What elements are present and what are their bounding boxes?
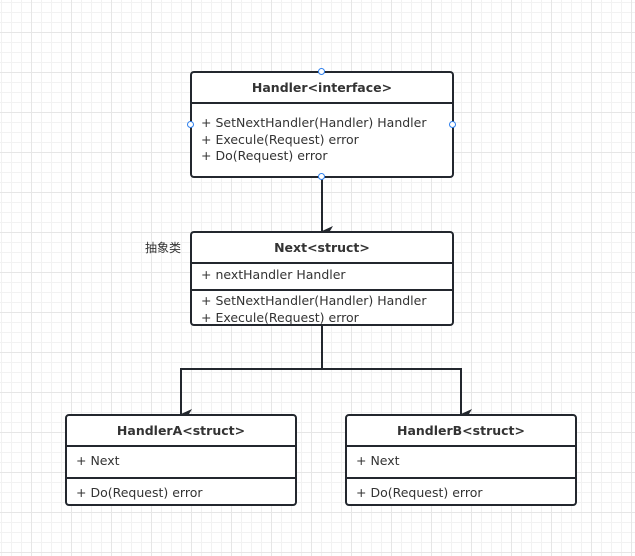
class-handler[interactable]: Handler<interface> + SetNextHandler(Hand… [190, 71, 454, 178]
members-section: + Next [67, 447, 295, 477]
class-handlerB[interactable]: HandlerB<struct> + Next + Do(Request) er… [345, 414, 577, 506]
methods-section: + SetNextHandler(Handler) Handler + Exec… [192, 289, 452, 326]
connection-port[interactable] [318, 68, 325, 75]
method: + Do(Request) error [356, 485, 483, 500]
edge-next-handlerA[interactable] [180, 325, 323, 419]
members-section: + nextHandler Handler [192, 264, 452, 289]
abstract-class-label: 抽象类 [145, 241, 182, 255]
member: + Next [356, 453, 400, 468]
class-title: HandlerB<struct> [347, 416, 575, 447]
members-section: + Next [347, 447, 575, 477]
connection-port[interactable] [318, 173, 325, 180]
methods-section: + Do(Request) error [347, 477, 575, 502]
methods-section: + SetNextHandler(Handler) Handler + Exec… [192, 104, 452, 165]
member: + Next [76, 453, 120, 468]
method: + Do(Request) error [201, 148, 328, 163]
edge-next-handlerB[interactable] [322, 368, 472, 419]
method: + SetNextHandler(Handler) Handler [201, 293, 427, 308]
class-next[interactable]: Next<struct> + nextHandler Handler + Set… [190, 231, 454, 326]
connection-port[interactable] [449, 121, 456, 128]
member: + nextHandler Handler [201, 267, 346, 282]
method: + SetNextHandler(Handler) Handler [201, 115, 427, 130]
connection-port[interactable] [187, 121, 194, 128]
method: + Execule(Request) error [201, 131, 359, 147]
class-handlerA[interactable]: HandlerA<struct> + Next + Do(Request) er… [65, 414, 297, 506]
method: + Do(Request) error [76, 485, 203, 500]
class-title: Next<struct> [192, 233, 452, 264]
class-title: Handler<interface> [192, 73, 452, 104]
methods-section: + Do(Request) error [67, 477, 295, 502]
class-title: HandlerA<struct> [67, 416, 295, 447]
method: + Execule(Request) error [201, 309, 359, 325]
